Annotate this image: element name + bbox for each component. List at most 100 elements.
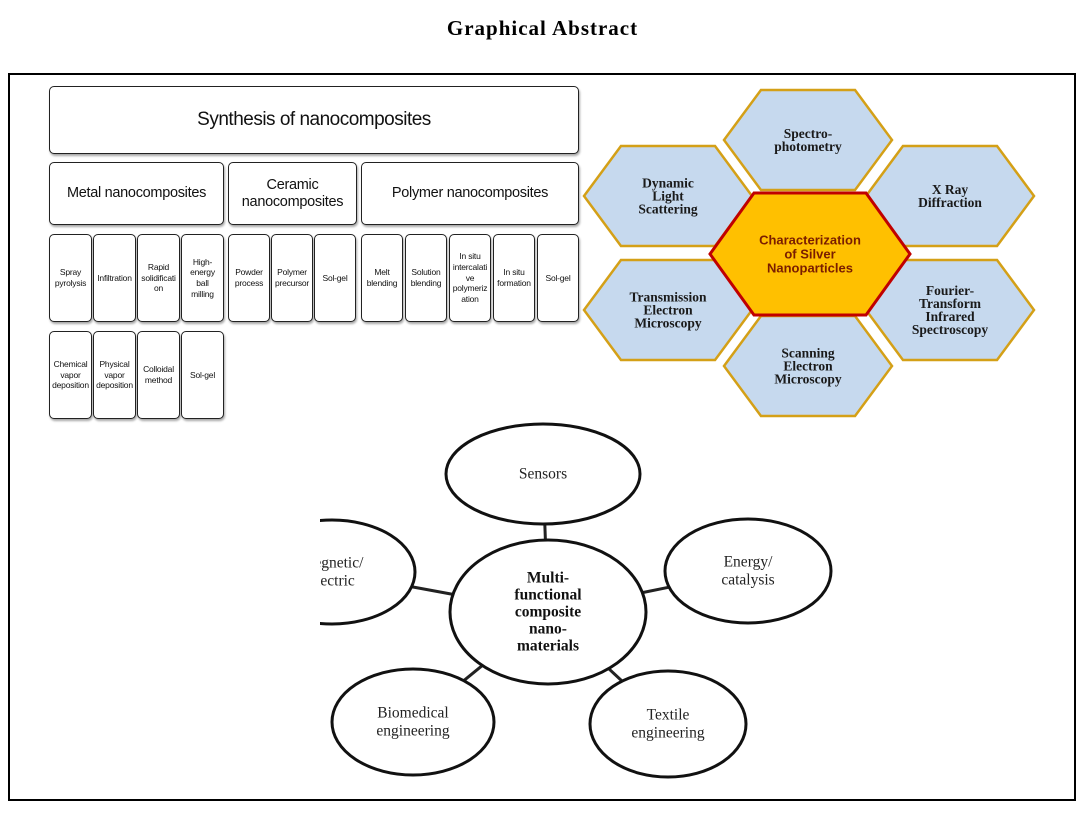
method-box-label: In situ intercalati ve polymeriz ation	[452, 251, 488, 304]
technique-label: Light	[652, 189, 684, 204]
center-label: of Silver	[784, 247, 835, 262]
method-box: Chemical vapor deposition	[49, 331, 92, 419]
method-box: Infiltration	[93, 234, 136, 322]
method-box: Physical vapor deposition	[93, 331, 136, 419]
method-box-label: Sol-gel	[189, 369, 216, 380]
technique-label: photometry	[774, 139, 842, 154]
method-box-label: In situ formation	[497, 267, 531, 288]
center-label: Multi-	[527, 570, 569, 587]
method-box: In situ formation	[493, 234, 535, 322]
method-box: Melt blending	[361, 234, 403, 322]
method-box-label: Colloidal method	[143, 364, 174, 385]
center-label: Characterization	[759, 233, 861, 248]
application-ellipse	[663, 517, 833, 625]
application-ellipse	[444, 422, 642, 526]
category-box: Polymer nanocomposites	[361, 162, 579, 225]
method-box-label: Rapid solidificati on	[141, 262, 176, 294]
method-box: High- energy ball milling	[181, 234, 224, 322]
method-box-label: Solution blending	[410, 267, 442, 288]
technique-label: Scattering	[638, 202, 697, 217]
application-node: Megnetic/electric	[320, 518, 417, 626]
connector-line	[642, 585, 670, 595]
technique-label: X Ray	[932, 182, 969, 197]
technique-label: Microscopy	[774, 372, 841, 387]
connector-line	[411, 585, 454, 596]
category-box: Ceramic nanocomposites	[228, 162, 357, 225]
technique-hex: Spectro-photometry	[722, 88, 894, 192]
method-box-label: Powder process	[234, 267, 264, 288]
connector-line	[462, 664, 484, 682]
center-label: Nanoparticles	[767, 261, 853, 276]
method-box-label: Spray pyrolysis	[54, 267, 87, 288]
application-label: Textile	[647, 707, 690, 724]
technique-label: Electron	[783, 359, 833, 374]
method-box-label: High- energy ball milling	[190, 256, 215, 299]
center-label: functional	[514, 587, 582, 604]
technique-label: Transmission	[629, 290, 707, 305]
method-box-label: Polymer precursor	[274, 267, 310, 288]
application-label: Sensors	[519, 466, 567, 483]
synthesis-header-box-label: Synthesis of nanocomposites	[197, 109, 431, 131]
center-ellipse	[448, 538, 648, 686]
method-box: Powder process	[228, 234, 270, 322]
category-box-label: Metal nanocomposites	[66, 185, 207, 202]
category-box-label: Ceramic nanocomposites	[241, 176, 344, 210]
method-box-label: Chemical vapor deposition	[52, 359, 89, 391]
synthesis-header-box: Synthesis of nanocomposites	[49, 86, 579, 154]
method-box-label: Infiltration	[97, 272, 132, 283]
connector-line	[543, 523, 547, 541]
characterization-diagram: Spectro-photometry X RayDiffractionFourie…	[582, 88, 1036, 418]
connector-line	[607, 667, 624, 683]
technique-label: Diffraction	[918, 195, 982, 210]
application-label: Biomedical	[377, 705, 448, 722]
technique-hex-shape	[722, 88, 894, 192]
technique-label: Microscopy	[634, 316, 701, 331]
center-label: composite	[515, 604, 581, 621]
method-box: Sol-gel	[314, 234, 356, 322]
method-box-label: Sol-gel	[322, 272, 348, 283]
method-box: Sol-gel	[181, 331, 224, 419]
category-box: Metal nanocomposites	[49, 162, 224, 225]
technique-label: Electron	[643, 303, 693, 318]
method-box: Sol-gel	[537, 234, 579, 322]
method-box: Polymer precursor	[271, 234, 313, 322]
method-box-label: Melt blending	[366, 267, 398, 288]
application-label: Megnetic/	[320, 555, 364, 572]
page-title: Graphical Abstract	[446, 16, 639, 40]
technique-label: Infrared	[925, 309, 975, 324]
application-node: Sensors	[444, 422, 642, 526]
application-label: engineering	[376, 723, 449, 740]
method-box: Rapid solidificati on	[137, 234, 180, 322]
method-box-label: Physical vapor deposition	[96, 359, 133, 391]
method-box: Colloidal method	[137, 331, 180, 419]
application-label: electric	[320, 573, 355, 590]
center-label: nano-	[529, 621, 567, 638]
technique-label: Fourier-	[926, 283, 974, 298]
technique-label: Spectro-	[784, 126, 833, 141]
method-box: Solution blending	[405, 234, 447, 322]
technique-label: Dynamic	[642, 176, 694, 191]
application-label: catalysis	[721, 572, 774, 589]
applications-diagram: SensorsEnergy/catalysisTextileengineerin…	[320, 422, 833, 779]
application-ellipse	[588, 669, 748, 779]
method-box: In situ intercalati ve polymeriz ation	[449, 234, 491, 322]
category-box-label: Polymer nanocomposites	[391, 185, 549, 202]
application-ellipse	[320, 518, 417, 626]
technique-label: Spectroscopy	[912, 322, 988, 337]
center-label: materials	[517, 638, 579, 655]
application-node: Energy/catalysis	[663, 517, 833, 625]
application-label: engineering	[631, 725, 704, 742]
application-label: Energy/	[724, 554, 773, 571]
abstract-frame	[8, 73, 1076, 801]
method-box-label: Sol-gel	[545, 272, 571, 283]
technique-label: Scanning	[781, 346, 835, 361]
method-box: Spray pyrolysis	[49, 234, 92, 322]
center-hex-shape	[708, 191, 912, 317]
